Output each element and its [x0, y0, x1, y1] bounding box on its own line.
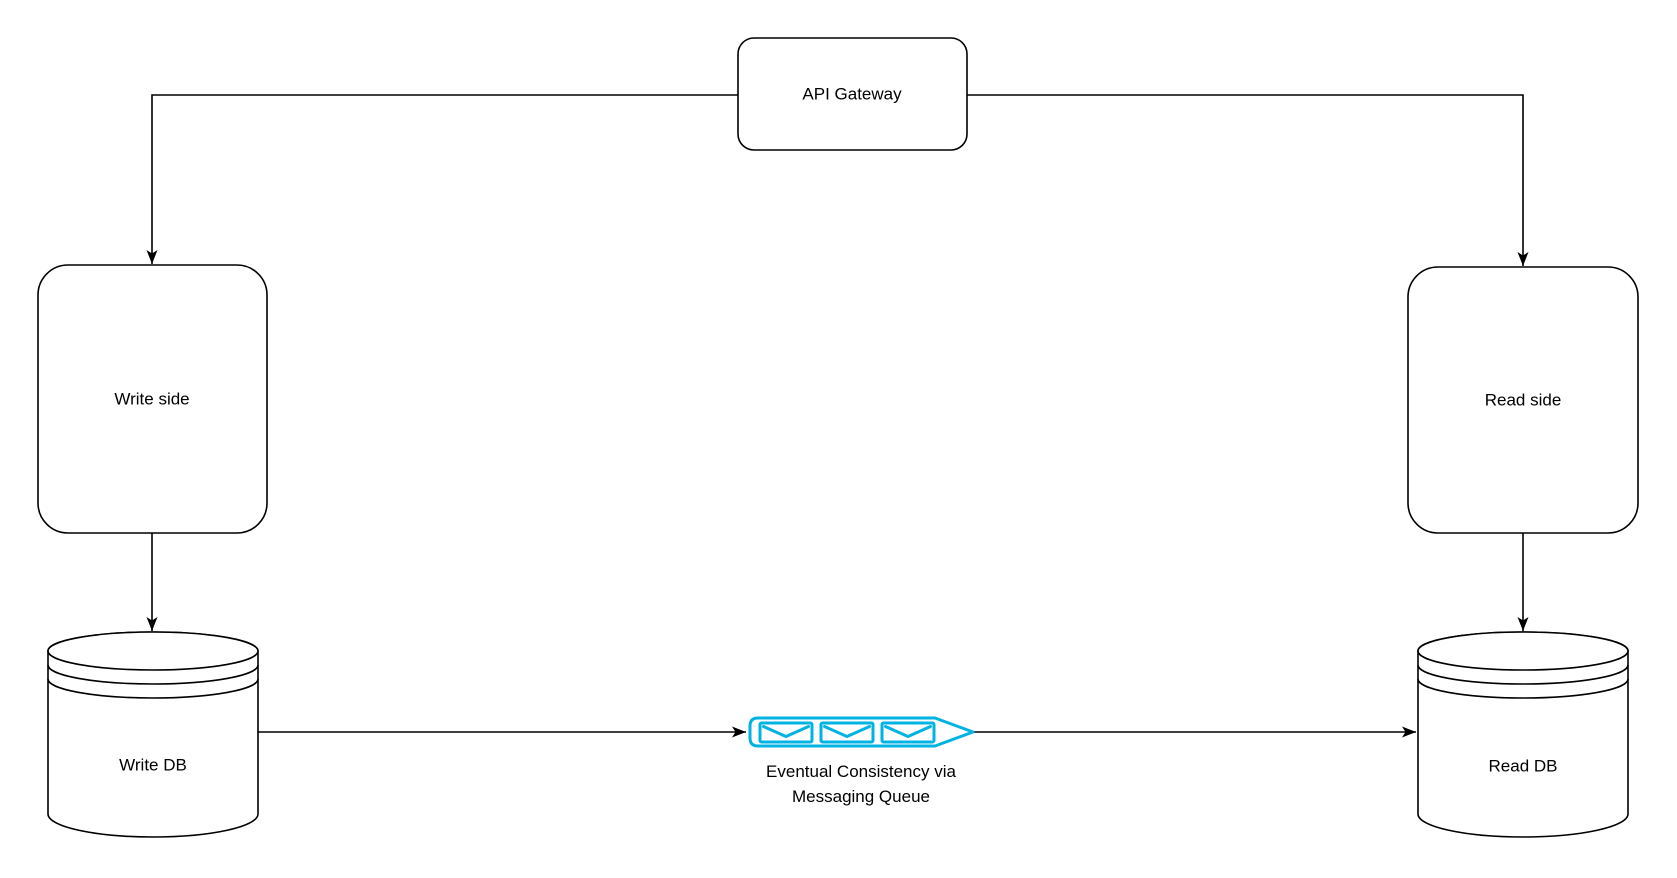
- read-db-label: Read DB: [1488, 756, 1558, 776]
- read-db-top-ellipse: [1417, 631, 1629, 671]
- envelope-icon: [819, 721, 875, 744]
- envelope-icon: [758, 721, 814, 744]
- write-side-label: Write side: [114, 389, 190, 409]
- edge-apigateway-to-readside: [967, 94, 1529, 266]
- queue-label-line1: Eventual Consistency via: [766, 762, 956, 781]
- read-db-stripe-2: [1417, 678, 1629, 699]
- api-gateway-label: API Gateway: [802, 84, 902, 104]
- write-db-label: Write DB: [119, 755, 187, 775]
- queue-label-line2: Messaging Queue: [792, 787, 930, 806]
- message-queue-icon[interactable]: [748, 716, 975, 748]
- read-db-cylinder-shape[interactable]: [1417, 631, 1629, 838]
- write-db-cylinder-shape[interactable]: [47, 631, 259, 838]
- api-gateway-node-shape[interactable]: [737, 37, 968, 151]
- envelope-icon: [880, 721, 936, 744]
- write-db-top-ellipse: [47, 631, 259, 671]
- write-db-stripe-1: [47, 664, 259, 685]
- write-db-stripe-2: [47, 678, 259, 699]
- write-side-node-shape[interactable]: [37, 264, 268, 534]
- edge-apigateway-to-writeside: [146, 94, 738, 264]
- read-side-label: Read side: [1484, 390, 1562, 410]
- queue-label: Eventual Consistency via Messaging Queue: [766, 759, 956, 809]
- read-side-node-shape[interactable]: [1407, 266, 1639, 534]
- read-db-stripe-1: [1417, 664, 1629, 685]
